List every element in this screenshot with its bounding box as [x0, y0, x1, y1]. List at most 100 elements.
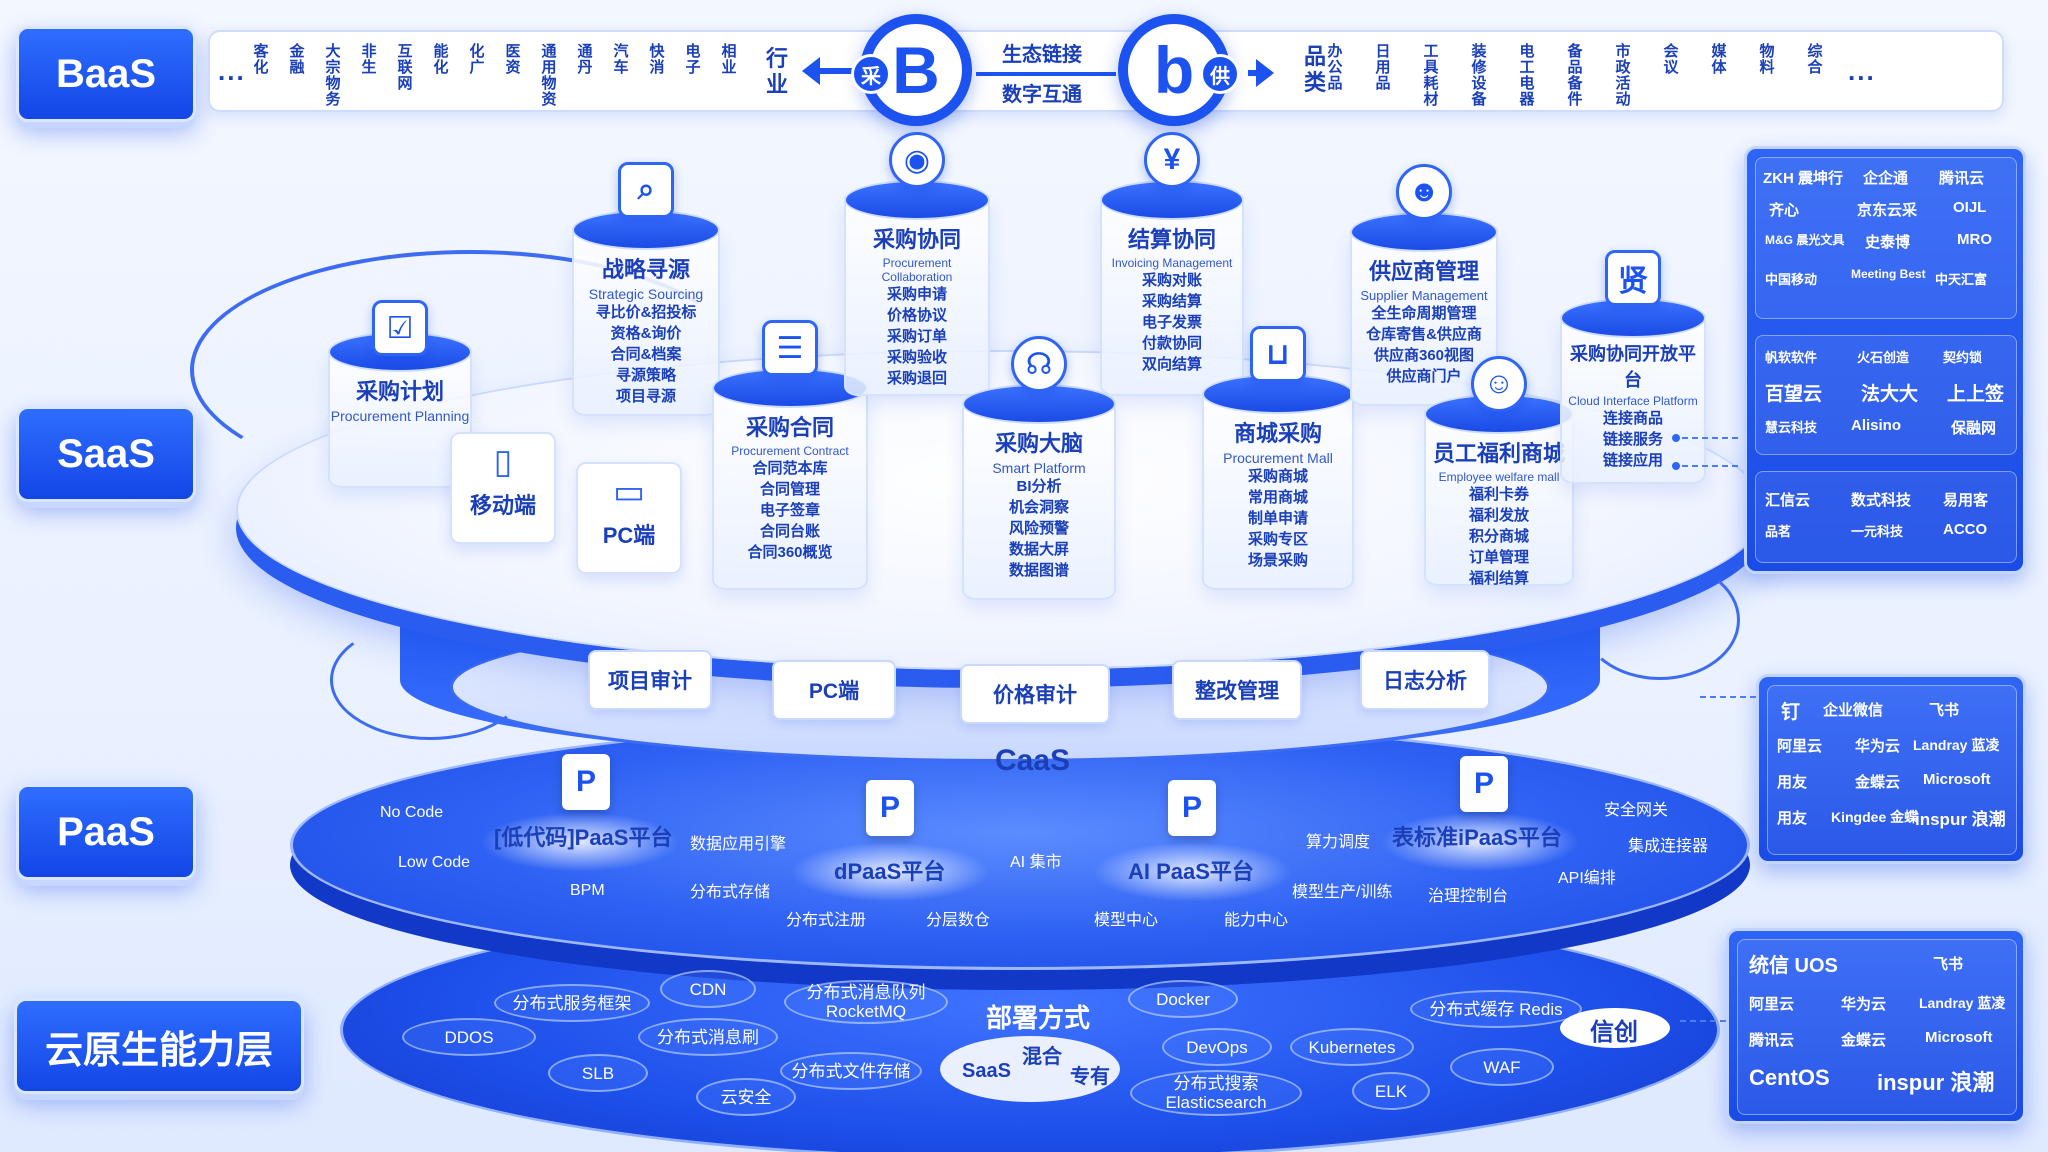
partner-group-5: [1737, 939, 2017, 1115]
baas-top-bar: ... 客化 金融 大宗物务 非生 互联网 能化 化广 医资 通用物资 通丹 汽…: [208, 30, 2004, 112]
module-item: 订单管理: [1468, 549, 1529, 566]
mobile-tile[interactable]: ▯ 移动端: [450, 432, 556, 544]
seller-tag-icon: 供: [1200, 54, 1240, 94]
paas-label: Low Code: [398, 854, 471, 871]
industry-item: 汽车: [613, 43, 629, 76]
cloud-item: SLB: [548, 1054, 648, 1092]
industry-item: 客化: [253, 43, 269, 76]
paas-p-icon: P: [1460, 756, 1508, 812]
partner-logo: 飞书: [1933, 956, 1964, 973]
industry-item: 通用物资: [541, 43, 557, 108]
ring-item[interactable]: 整改管理: [1172, 660, 1302, 720]
deploy-private: 专有: [1070, 1066, 1110, 1088]
layer-label-paas: PaaS: [16, 784, 196, 880]
deploy-ellipse: [940, 1036, 1120, 1102]
shopping-bag-icon: ⊔: [1250, 326, 1306, 382]
paas-label: AI 集市: [1010, 854, 1062, 871]
paas-label: 分层数仓: [926, 912, 991, 929]
paas-label: 安全网关: [1604, 802, 1669, 819]
monitor-icon: ▭: [612, 473, 646, 511]
module-subtitle: Procurement Mall: [1223, 450, 1333, 466]
module-item: 采购商城: [1247, 468, 1308, 485]
module-title: 商城采购: [1233, 421, 1322, 446]
module-item: 双向结算: [1141, 356, 1202, 373]
paas-label: 数据应用引擎: [690, 836, 787, 853]
partner-logo: MRO: [1957, 231, 1992, 248]
module-item: 连接商品: [1602, 410, 1663, 427]
partner-logo: 帆软软件: [1765, 350, 1818, 365]
module-item: 合同管理: [759, 481, 820, 498]
category-item: 备品备件: [1567, 43, 1583, 108]
partner-logo: 金蝶云: [1841, 1032, 1887, 1049]
module-title: 采购计划: [355, 379, 444, 404]
module-procurement-contract[interactable]: ☰ 采购合同 Procurement Contract 合同范本库 合同管理 电…: [712, 320, 868, 590]
partner-logo: Microsoft: [1925, 1029, 1993, 1046]
module-procurement-brain[interactable]: ☊ 采购大脑 Smart Platform BI分析 机会洞察 风险预警 数据大…: [962, 336, 1116, 600]
connector-line: [1680, 1020, 1726, 1022]
partner-logo: Kingdee 金蝶: [1831, 809, 1919, 825]
module-mall-procurement[interactable]: ⊔ 商城采购 Procurement Mall 采购商城 常用商城 制单申请 采…: [1202, 326, 1354, 590]
module-title: 采购协同开放平台: [1570, 344, 1696, 390]
target-icon: ◉: [889, 132, 945, 188]
module-item: 积分商城: [1468, 528, 1529, 545]
paas-label: 集成连接器: [1628, 838, 1709, 855]
service-agent-icon: ☺: [1471, 356, 1527, 412]
module-item: 仓库寄售&供应商: [1366, 326, 1482, 343]
partner-logo: 契约锁: [1943, 350, 1983, 365]
partner-logo: 企业微信: [1823, 702, 1884, 719]
pc-tile[interactable]: ▭ PC端: [576, 462, 682, 574]
checklist-icon: ☑: [372, 300, 428, 356]
module-item: 寻源策略: [615, 367, 676, 384]
category-item: 媒体: [1711, 43, 1727, 76]
module-settlement-collab[interactable]: ¥ 结算协同 Invoicing Management 采购对账 采购结算 电子…: [1100, 132, 1244, 396]
module-subtitle: Procurement Planning: [330, 408, 470, 424]
arrow-left-icon: [802, 57, 874, 85]
paas-label: No Code: [380, 804, 444, 821]
paas-label: 模型中心: [1094, 912, 1159, 929]
cloud-item: 分布式服务框架: [494, 984, 650, 1022]
paas-label: BPM: [570, 882, 605, 899]
industry-item: 医资: [505, 43, 521, 76]
partner-logo: M&G 晨光文具: [1765, 233, 1845, 247]
module-item: 项目寻源: [615, 388, 676, 405]
layer-label-baas: BaaS: [16, 26, 196, 122]
module-item: 链接服务: [1602, 431, 1663, 448]
ring-item[interactable]: PC端: [772, 660, 896, 720]
industry-label: 行业: [765, 46, 788, 97]
glow: [480, 812, 680, 872]
module-open-platform[interactable]: 贤 采购协同开放平台 Cloud Interface Platform 连接商品…: [1560, 250, 1706, 484]
module-item: 场景采购: [1247, 552, 1308, 569]
module-item: 常用商城: [1247, 489, 1308, 506]
ring-item[interactable]: 价格审计: [960, 664, 1110, 724]
layer-baas-text: BaaS: [55, 51, 157, 96]
module-item: 合同360概览: [747, 544, 833, 561]
partner-logo: 飞书: [1929, 702, 1960, 719]
ring-left-arrow-icon: [330, 620, 530, 740]
xian-logo-icon: 贤: [1605, 250, 1661, 306]
paas-platform-title: dPaaS平台: [834, 859, 946, 884]
link-top-text: 生态链接: [1002, 44, 1082, 66]
layer-label-saas: SaaS: [16, 406, 196, 502]
module-item: 机会洞察: [1008, 499, 1069, 516]
module-strategic-sourcing[interactable]: ⌕ 战略寻源 Strategic Sourcing 寻比价&招投标 资格&询价 …: [572, 162, 720, 416]
category-item: 综合: [1807, 43, 1823, 76]
partner-logo: Landray 蓝凌: [1913, 737, 2000, 753]
cloud-item: 分布式缓存 Redis: [1410, 990, 1582, 1028]
module-procurement-plan[interactable]: ☑ 采购计划 Procurement Planning: [328, 300, 472, 488]
partner-logo: 保融网: [1951, 420, 1997, 437]
cloud-item: CDN: [660, 970, 756, 1008]
connector-line: [1682, 437, 1738, 439]
module-employee-welfare[interactable]: ☺ 员工福利商城 Employee welfare mall 福利卡券 福利发放…: [1424, 356, 1574, 587]
module-supplier-management[interactable]: ☻ 供应商管理 Supplier Management 全生命周期管理 仓库寄售…: [1350, 164, 1498, 406]
ring-item[interactable]: 日志分析: [1360, 650, 1490, 710]
industry-item: 金融: [289, 43, 305, 76]
module-procurement-collab[interactable]: ◉ 采购协同 Procurement Collaboration 采购申请 价格…: [844, 132, 990, 396]
module-item: 合同&档案: [610, 346, 682, 363]
layer-paas-text: PaaS: [57, 809, 155, 854]
module-item: 合同台账: [759, 523, 820, 540]
module-item: 采购对账: [1141, 272, 1202, 289]
ring-item[interactable]: 项目审计: [588, 650, 712, 710]
partner-logo: 火石创造: [1857, 350, 1910, 365]
layer-label-cloud: 云原生能力层: [14, 998, 304, 1094]
cloud-item: Docker: [1128, 980, 1238, 1018]
